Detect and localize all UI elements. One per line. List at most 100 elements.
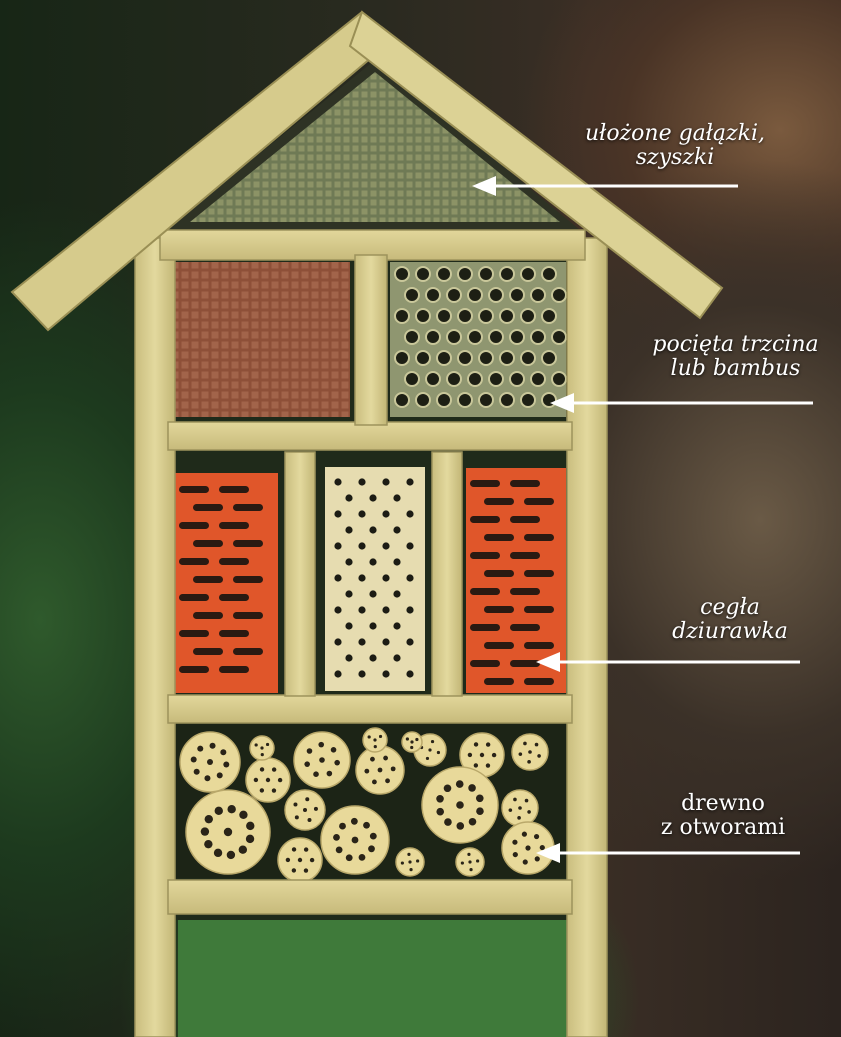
reed-tube (521, 351, 535, 365)
log-hole (409, 868, 412, 871)
block-hole (393, 590, 400, 597)
log-hole (223, 762, 229, 768)
reed-tube (521, 309, 535, 323)
block-hole (345, 494, 352, 501)
block-hole (334, 670, 341, 677)
label-reed: pocięta trzcina lub bambus (630, 333, 841, 381)
label-brick: cegła dziurawka (640, 596, 820, 644)
log-hole (468, 784, 476, 792)
block-hole (345, 590, 352, 597)
log-hole (333, 834, 340, 841)
reed-tube (416, 309, 430, 323)
log-hole (307, 818, 311, 822)
log-hole (444, 818, 452, 826)
log-hole (519, 752, 523, 756)
log-hole (372, 780, 377, 785)
block-hole (393, 494, 400, 501)
log-hole (266, 743, 269, 746)
brick-hole (470, 552, 500, 559)
brick-hole (484, 606, 514, 613)
brick-hole (484, 570, 514, 577)
reed-tube (395, 351, 409, 365)
block-hole (369, 526, 376, 533)
reed-tube (395, 393, 409, 407)
log-hole (525, 799, 529, 803)
brick-hole (484, 498, 514, 505)
log-hole (304, 868, 308, 872)
log-hole (295, 815, 299, 819)
log-hole (191, 756, 197, 762)
reed-tube (521, 393, 535, 407)
block-hole (345, 622, 352, 629)
reed-tube (437, 351, 451, 365)
log-hole (204, 775, 210, 781)
brick-hole (219, 666, 249, 673)
log-hole (272, 788, 276, 792)
reed-tube (489, 372, 503, 386)
block-hole (406, 510, 413, 517)
log-hole (476, 807, 484, 815)
log-hole (370, 833, 377, 840)
block-hole (334, 574, 341, 581)
block-hole (382, 542, 389, 549)
brick-hole (233, 576, 263, 583)
reed-tube (426, 288, 440, 302)
log-hole (486, 742, 490, 746)
reed-tube (552, 330, 566, 344)
brick-hole (484, 534, 514, 541)
reed-tube (552, 288, 566, 302)
log-hole (444, 784, 452, 792)
log-hole (346, 854, 353, 861)
reed-tube (500, 351, 514, 365)
brick-hole (233, 540, 263, 547)
reed-tube (405, 372, 419, 386)
block-hole (382, 606, 389, 613)
block-hole (382, 574, 389, 581)
log-hole (456, 780, 464, 788)
brick-hole (193, 504, 223, 511)
log-hole (368, 735, 371, 738)
reed-tube (447, 288, 461, 302)
log-hole (227, 851, 235, 859)
log-hole (359, 854, 366, 861)
log-hole (370, 757, 375, 762)
log-hole (467, 853, 470, 856)
reed-tube (437, 267, 451, 281)
log-hole (217, 772, 223, 778)
reed-tube (552, 372, 566, 386)
reed-tube (500, 393, 514, 407)
label-twigs-line1: ułożone gałązki, (560, 122, 790, 146)
log-hole (266, 778, 270, 782)
label-twigs-line2: szyszki (560, 146, 790, 170)
reed-tube (489, 288, 503, 302)
brick-hole (470, 588, 500, 595)
block-hole (334, 510, 341, 517)
block-hole (406, 670, 413, 677)
label-twigs: ułożone gałązki, szyszki (560, 122, 790, 170)
block-hole (369, 622, 376, 629)
block-hole (406, 574, 413, 581)
log-hole (410, 746, 413, 749)
log-hole (314, 807, 318, 811)
reed-tube (405, 288, 419, 302)
brick-hole (233, 648, 263, 655)
reed-tube (416, 351, 430, 365)
label-brick-line1: cegła (640, 596, 820, 620)
reed-tube (510, 288, 524, 302)
block-hole (334, 638, 341, 645)
log-hole (468, 860, 471, 863)
reed-tube (458, 309, 472, 323)
log-hole (313, 771, 319, 777)
brick-hole (510, 516, 540, 523)
reed-tube (479, 309, 493, 323)
block-hole (369, 494, 376, 501)
brick-hole (233, 612, 263, 619)
log-hole (456, 822, 464, 830)
log-hole (334, 760, 340, 766)
log-hole (292, 847, 296, 851)
block-hole (393, 654, 400, 661)
brick-hole (524, 534, 554, 541)
brick-hole (179, 522, 209, 529)
reed-tube (468, 288, 482, 302)
